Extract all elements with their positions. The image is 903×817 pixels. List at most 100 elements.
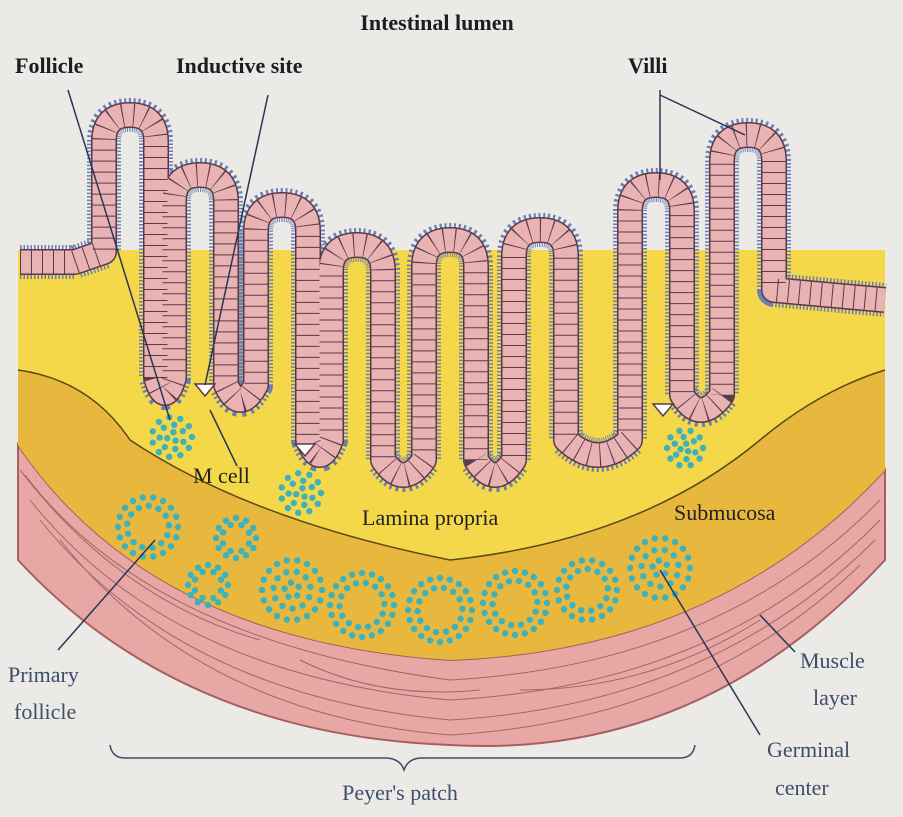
lymphocyte-dot: [389, 592, 395, 598]
lymphocyte-dot: [385, 621, 391, 627]
lymphocyte-dot: [441, 585, 447, 591]
lymphocyte-dot: [544, 600, 550, 606]
lymphocyte-dot: [156, 434, 162, 440]
label-villi: Villi: [628, 53, 668, 78]
lymphocyte-dot: [437, 639, 443, 645]
lymphocyte-dot: [312, 568, 318, 574]
lymphocyte-dot: [522, 630, 528, 636]
lymphocyte-dot: [443, 628, 449, 634]
lymphocyte-dot: [279, 495, 285, 501]
lymphocyte-dot: [597, 603, 603, 609]
lymphocyte-dot: [319, 587, 325, 593]
lymphocyte-dot: [378, 628, 384, 634]
lymphocyte-dot: [569, 561, 575, 567]
lymphocyte-dot: [671, 552, 677, 558]
lymphocyte-dot: [459, 606, 465, 612]
lymphocyte-dot: [125, 531, 131, 537]
lymphocyte-dot: [246, 530, 252, 536]
lymphocyte-dot: [685, 448, 691, 454]
lymphocyte-dot: [696, 455, 702, 461]
lymphocyte-dot: [304, 613, 310, 619]
lymphocyte-dot: [284, 616, 290, 622]
lymphocyte-dot: [304, 561, 310, 567]
lymphocyte-dot: [683, 456, 689, 462]
lymphocyte-dot: [306, 508, 312, 514]
lymphocyte-dot: [166, 522, 172, 528]
lymphocyte-dot: [216, 545, 222, 551]
lymphocyte-dot: [250, 525, 256, 531]
lymphocyte-dot: [457, 616, 463, 622]
lymphocyte-dot: [657, 583, 663, 589]
lymphocyte-dot: [346, 620, 352, 626]
lymphocyte-dot: [612, 597, 618, 603]
lymphocyte-dot: [569, 602, 575, 608]
lymphocyte-dot: [556, 577, 562, 583]
lymphocyte-dot: [156, 419, 162, 425]
lymphocyte-dot: [338, 593, 344, 599]
lymphocyte-dot: [279, 603, 285, 609]
label-submucosa: Submucosa: [674, 500, 776, 525]
lymphocyte-dot: [603, 595, 609, 601]
lymphocyte-dot: [457, 596, 463, 602]
lymphocyte-dot: [333, 621, 339, 627]
lymphocyte-dot: [634, 546, 640, 552]
lymphocyte-dot: [283, 569, 289, 575]
lymphocyte-dot: [516, 578, 522, 584]
lymphocyte-dot: [162, 444, 168, 450]
lymphocyte-dot: [274, 613, 280, 619]
lymphocyte-dot: [381, 601, 387, 607]
lymphocyte-dot: [218, 587, 224, 593]
lymphocyte-dot: [215, 599, 221, 605]
label-germinal-center-line1: Germinal: [767, 737, 850, 762]
lymphocyte-dot: [651, 547, 657, 553]
lymphocyte-dot: [369, 571, 375, 577]
lymphocyte-dot: [218, 577, 224, 583]
lymphocyte-dot: [522, 569, 528, 575]
lymphocyte-dot: [554, 587, 560, 593]
lymphocyte-dot: [649, 564, 655, 570]
lymphocyte-dot: [672, 441, 678, 447]
lymphocyte-dot: [424, 625, 430, 631]
lymphocyte-dot: [422, 590, 428, 596]
label-lamina-propria: Lamina propria: [362, 505, 498, 530]
lymphocyte-dot: [602, 576, 608, 582]
lymphocyte-dot: [447, 576, 453, 582]
lymphocyte-dot: [317, 597, 323, 603]
lymphocyte-dot: [155, 506, 161, 512]
lymphocyte-dot: [414, 608, 420, 614]
lymphocyte-dot: [274, 561, 280, 567]
lymphocyte-dot: [614, 587, 620, 593]
lymphocyte-dot: [163, 513, 169, 519]
lymphocyte-dot: [433, 629, 439, 635]
lymphocyte-dot: [363, 580, 369, 586]
lymphocyte-dot: [685, 575, 691, 581]
peyers-patch-brace: [110, 745, 695, 770]
lymphocyte-dot: [385, 583, 391, 589]
lymphocyte-dot: [486, 581, 492, 587]
lymphocyte-dot: [431, 585, 437, 591]
lymphocyte-dot: [288, 579, 294, 585]
lymphocyte-dot: [578, 607, 584, 613]
lymphocyte-dot: [150, 439, 156, 445]
lymphocyte-dot: [672, 539, 678, 545]
lymphocyte-dot: [327, 602, 333, 608]
lymphocyte-dot: [328, 612, 334, 618]
lymphocyte-dot: [418, 633, 424, 639]
lymphocyte-dot: [629, 555, 635, 561]
label-intestinal-lumen: Intestinal lumen: [360, 10, 513, 35]
lymphocyte-dot: [128, 511, 134, 517]
lymphocyte-dot: [220, 540, 226, 546]
lymphocyte-dot: [662, 535, 668, 541]
lymphocyte-dot: [295, 510, 301, 516]
lymphocyte-dot: [411, 588, 417, 594]
lymphocyte-dot: [629, 575, 635, 581]
lymphocyte-dot: [427, 637, 433, 643]
lymphocyte-dot: [406, 617, 412, 623]
lymphocyte-dot: [676, 462, 682, 468]
lymphocyte-dot: [318, 490, 324, 496]
lymphocyte-dot: [427, 576, 433, 582]
lymphocyte-dot: [687, 428, 693, 434]
lymphocyte-dot: [418, 581, 424, 587]
lymphocyte-dot: [140, 494, 146, 500]
